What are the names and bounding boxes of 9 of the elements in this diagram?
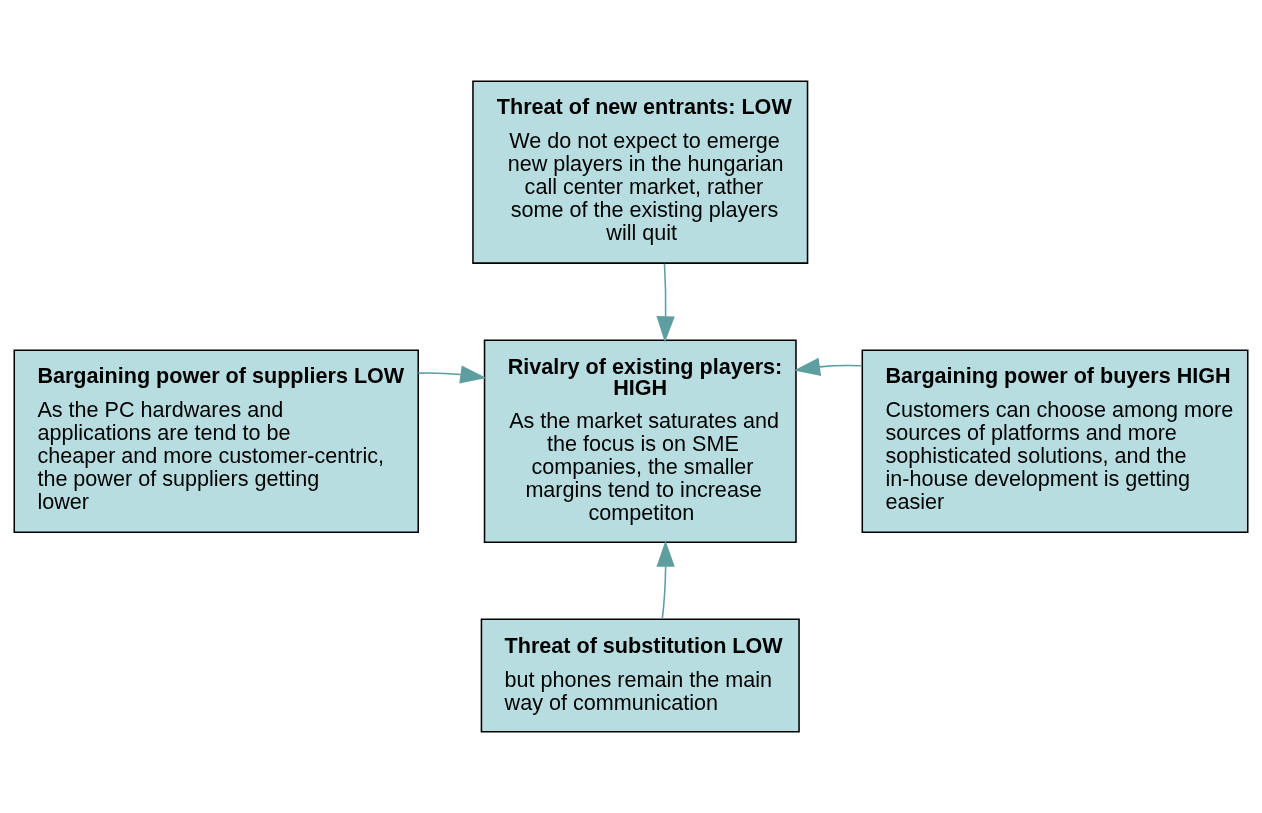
arrow (793, 357, 863, 376)
arrow (656, 262, 675, 343)
arrow (417, 365, 487, 384)
node-box: Threat of new entrants: LOW We do not expect to emerge new players in the hungarian call center market, rather some of the existing players will quit (472, 80, 809, 264)
node-box: Rivalry of existing players: HIGH As the market saturates and the focus is on SME companies, the smaller margins tend to increase competiton (483, 339, 797, 543)
node-box: Bargaining power of buyers HIGH Customers can choose among more sources of platforms and more sophisticated solutions, and the in-house development is getting easier (861, 349, 1249, 533)
node-box: Bargaining power of suppliers LOW As the PC hardwares and applications are tend to be cheaper and more customer-centric, the power of suppliers getting lower (13, 349, 419, 533)
arrow (656, 540, 675, 620)
node-box: Threat of substitution LOW but phones remain the main way of communication (480, 618, 800, 733)
